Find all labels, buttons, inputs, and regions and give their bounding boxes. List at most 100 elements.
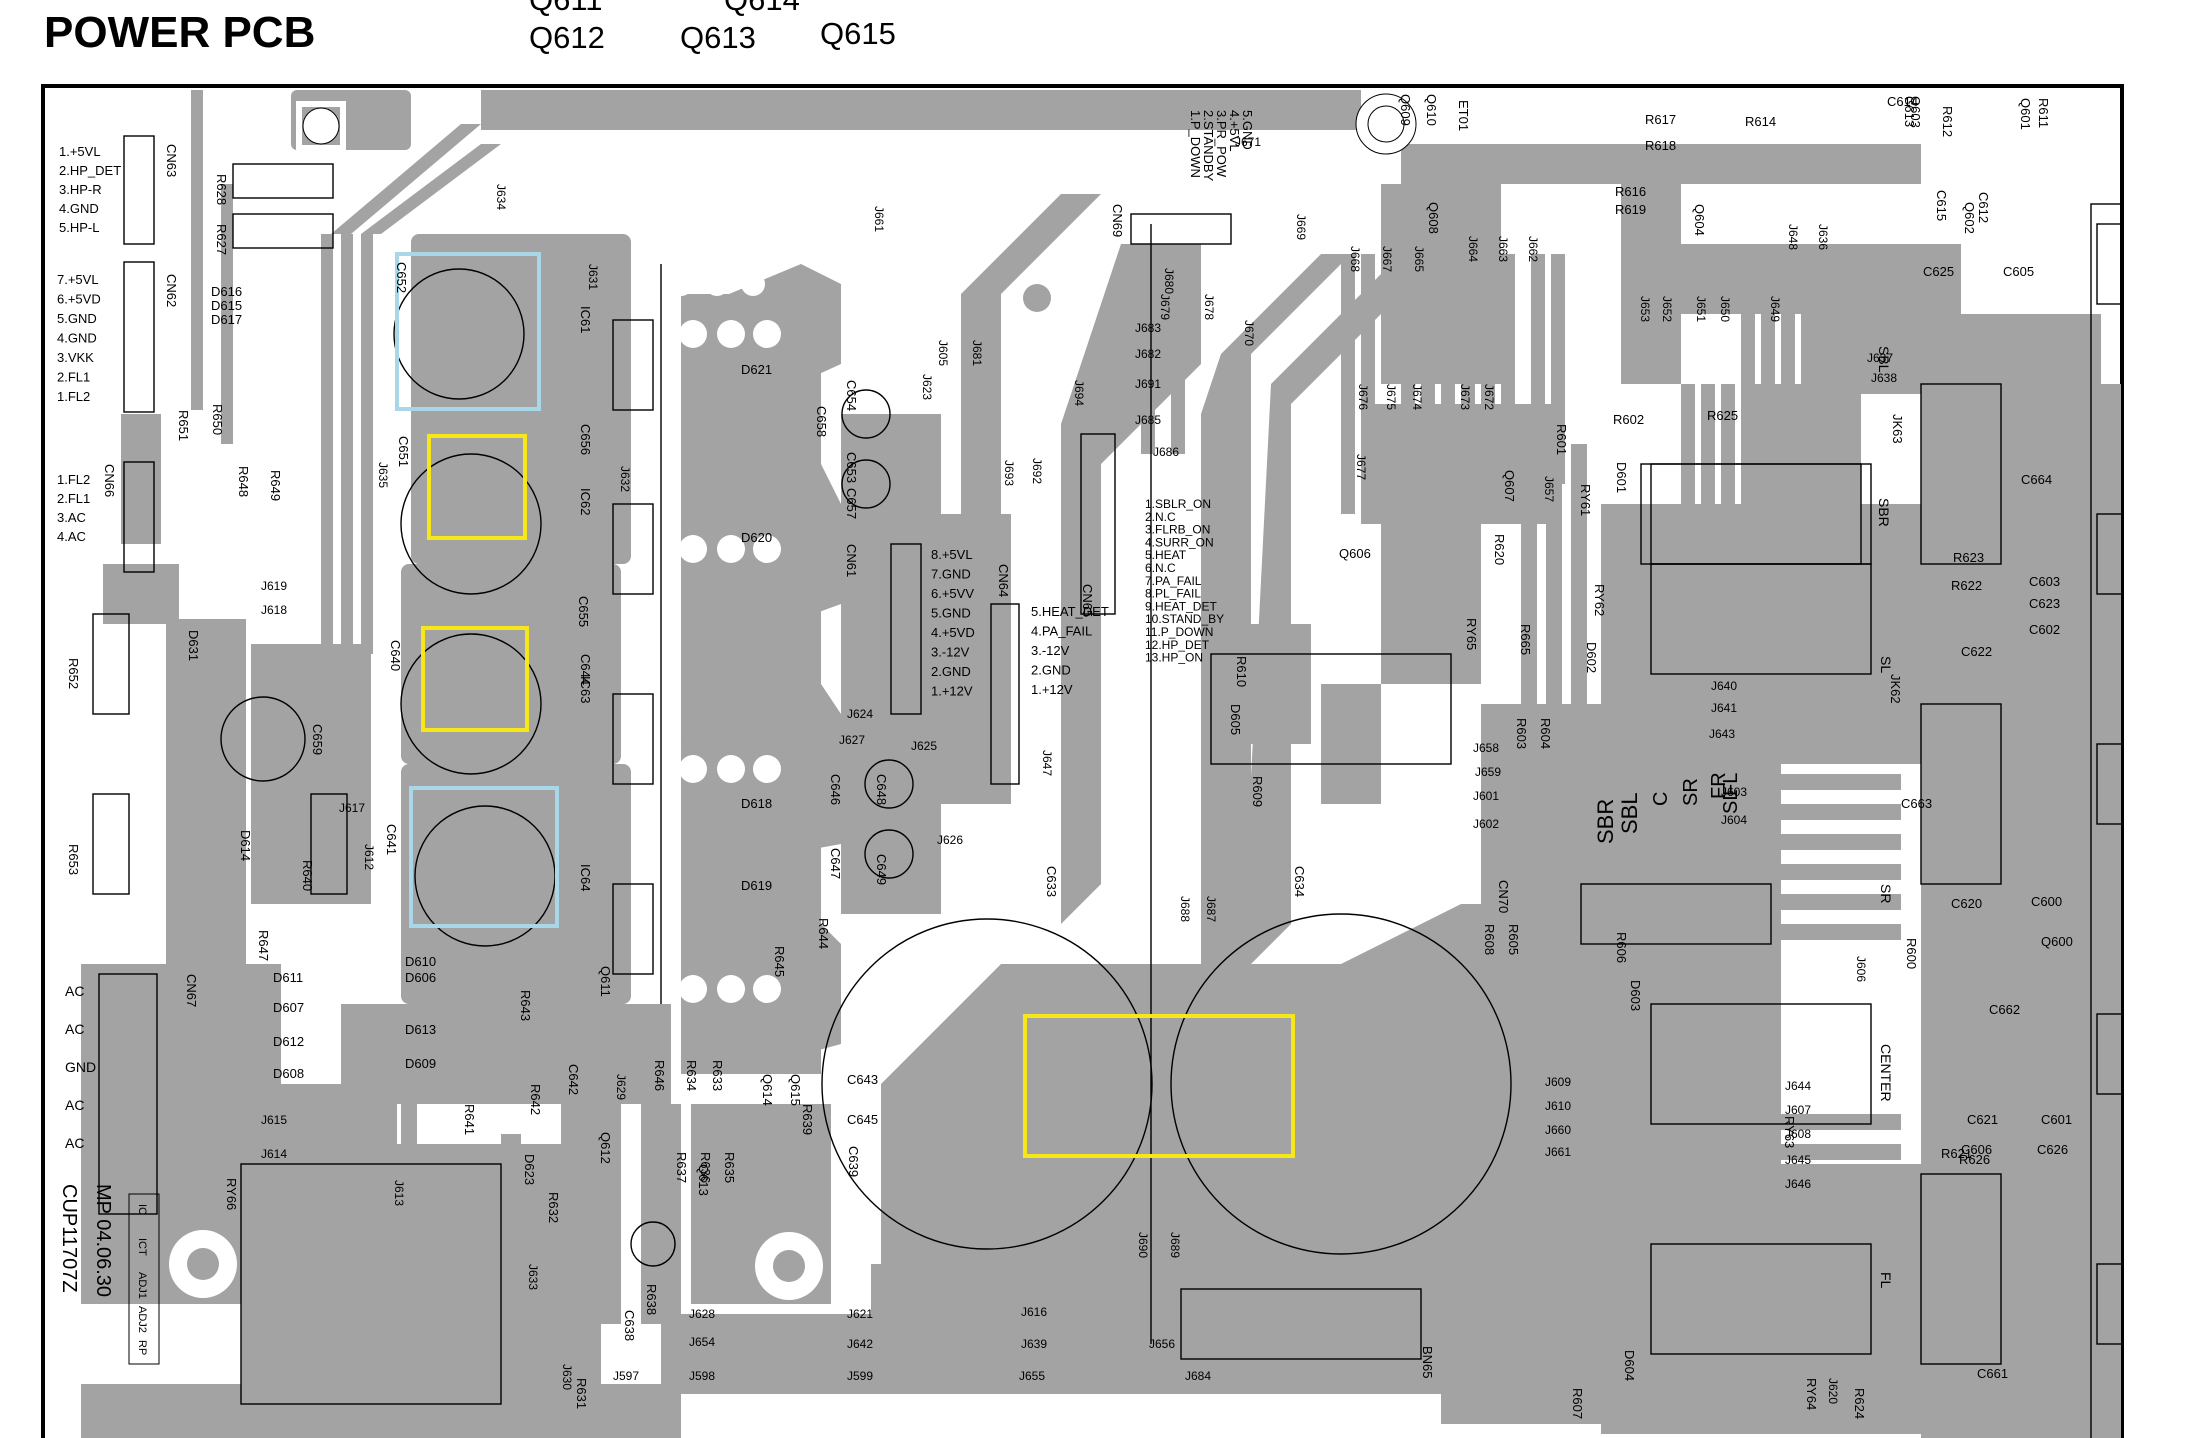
transistor-label: Q608 [1426, 202, 1441, 234]
cn64-pin: 5.HEAT_DET [1031, 604, 1109, 619]
stamp-box [128, 1193, 160, 1365]
cn66-pin: 4.AC [57, 529, 86, 544]
ic-label: JK63 [1890, 414, 1905, 444]
label-q611: Q611 [529, 0, 603, 18]
cn67-label: CN67 [184, 974, 199, 1007]
transistor-label: Q600 [2041, 934, 2073, 949]
jumper-label: J652 [1660, 296, 1674, 322]
capacitor-label: C638 [622, 1310, 637, 1341]
diode-label: D614 [238, 830, 253, 861]
jumper-label: J621 [847, 1307, 873, 1321]
jumper-label: J657 [1542, 476, 1556, 502]
stamp-row-label: ICT [136, 1238, 148, 1256]
channel-label: SBL [1617, 792, 1642, 834]
channel-label: FL [1720, 773, 1742, 796]
cn64-pin: 4.PA_FAIL [1031, 624, 1092, 639]
resistor-label: R609 [1250, 776, 1265, 807]
jumper-label: J646 [1785, 1177, 1811, 1191]
cn62-pin: 5.GND [57, 311, 97, 326]
resistor-label: R631 [574, 1378, 589, 1409]
jumper-label: J623 [920, 374, 934, 400]
resistor-label: R644 [816, 918, 831, 949]
highlight-yellow-1 [427, 434, 527, 540]
jumper-label: J656 [1149, 1337, 1175, 1351]
resistor-label: R628 [214, 174, 229, 205]
resistor-label: RY62 [1592, 584, 1607, 616]
resistor-label: R641 [462, 1104, 477, 1135]
copper-layer [81, 90, 2121, 1438]
capacitor-label: C654 [844, 380, 859, 411]
resistor-label: R621 [1941, 1146, 1972, 1161]
jumper-label: J661 [1545, 1145, 1571, 1159]
channel-label: SL [1878, 656, 1894, 673]
capacitor-label: C645 [847, 1112, 878, 1127]
cn65-pin: 3.FLRB_ON [1145, 523, 1210, 537]
channel-label: FR [1708, 772, 1730, 799]
heatsink-fins [669, 272, 781, 1003]
jumper-label: J626 [937, 833, 963, 847]
cn63-pin: 2.HP_DET [59, 163, 121, 178]
page-title: POWER PCB [44, 8, 316, 57]
cn65-pin: 11.P_DOWN [1145, 625, 1213, 639]
diode-label: D621 [741, 362, 772, 377]
transistor-label: Q603 [1908, 96, 1923, 128]
jumper-label: J643 [1709, 727, 1735, 741]
resistor-label: RY65 [1464, 618, 1479, 650]
diode-label: D620 [741, 530, 772, 545]
channel-label: SBR [1876, 498, 1892, 527]
cn61-pin: 4.+5VD [931, 625, 975, 640]
cn61-pin: 7.GND [931, 567, 971, 582]
cn65-pin: 9.HEAT_DET [1145, 599, 1217, 613]
jumper-label: J684 [1185, 1369, 1211, 1383]
capacitor-label: C639 [846, 1146, 861, 1177]
jumper-label: J612 [362, 844, 376, 870]
capacitor-label: C602 [2029, 622, 2060, 637]
jumper-label: J691 [1135, 377, 1161, 391]
jumper-label: J689 [1168, 1232, 1182, 1258]
resistor-label: R611 [2036, 98, 2051, 128]
capacitor-label: C647 [828, 848, 843, 879]
cn61-pin: 3.-12V [931, 645, 970, 660]
cn69-pin: 1.P_DOWN [1188, 110, 1203, 178]
jumper-label: J664 [1466, 236, 1480, 262]
jumper-label: J640 [1711, 679, 1737, 693]
resistor-label: R612 [1940, 106, 1955, 137]
cn61-pin: 1.+12V [931, 684, 973, 699]
jumper-label: J680 [1162, 268, 1176, 294]
cn61-label: CN61 [844, 544, 859, 577]
label-q614: Q614 [724, 0, 800, 18]
cn62-label: CN62 [164, 274, 179, 307]
cn61-pin: 2.GND [931, 664, 971, 679]
jumper-label: J651 [1694, 296, 1708, 322]
mounting-holes [169, 93, 1417, 1300]
cn65-pin: 1.SBLR_ON [1145, 497, 1211, 511]
resistor-label: R643 [518, 990, 533, 1021]
cn62-pin: 1.FL2 [57, 389, 90, 404]
cn66-label: CN66 [102, 464, 117, 497]
cn63-pin: 3.HP-R [59, 182, 102, 197]
label-q612: Q612 [529, 20, 605, 55]
channel-label: CENTER [1878, 1044, 1894, 1102]
resistor-label: RY61 [1578, 484, 1593, 516]
capacitor-label: C621 [1967, 1112, 1998, 1127]
channel-label: SBL [1876, 346, 1892, 373]
capacitor-label: C646 [828, 774, 843, 805]
capacitor-label: C620 [1951, 896, 1982, 911]
jumper-label: J659 [1475, 765, 1501, 779]
cn69-pin: 4.+5VL [1227, 110, 1242, 152]
resistor-label: R602 [1613, 412, 1644, 427]
ic-label: IC61 [578, 306, 593, 333]
jumper-label: J687 [1204, 896, 1218, 922]
jumper-label: J665 [1412, 246, 1426, 272]
jumper-label: J673 [1458, 384, 1472, 410]
jumper-label: J597 [613, 1369, 639, 1383]
board-id-label: CUP11707Z [58, 1184, 80, 1293]
resistor-label: R623 [1953, 550, 1984, 565]
jumper-label: J649 [1768, 296, 1782, 322]
capacitor-label: C652 [394, 262, 409, 293]
ic-label: IC64 [578, 864, 593, 891]
cn65-label: CN65 [1080, 584, 1095, 617]
jumper-label: J693 [1002, 460, 1016, 486]
components [92, 135, 2124, 1438]
